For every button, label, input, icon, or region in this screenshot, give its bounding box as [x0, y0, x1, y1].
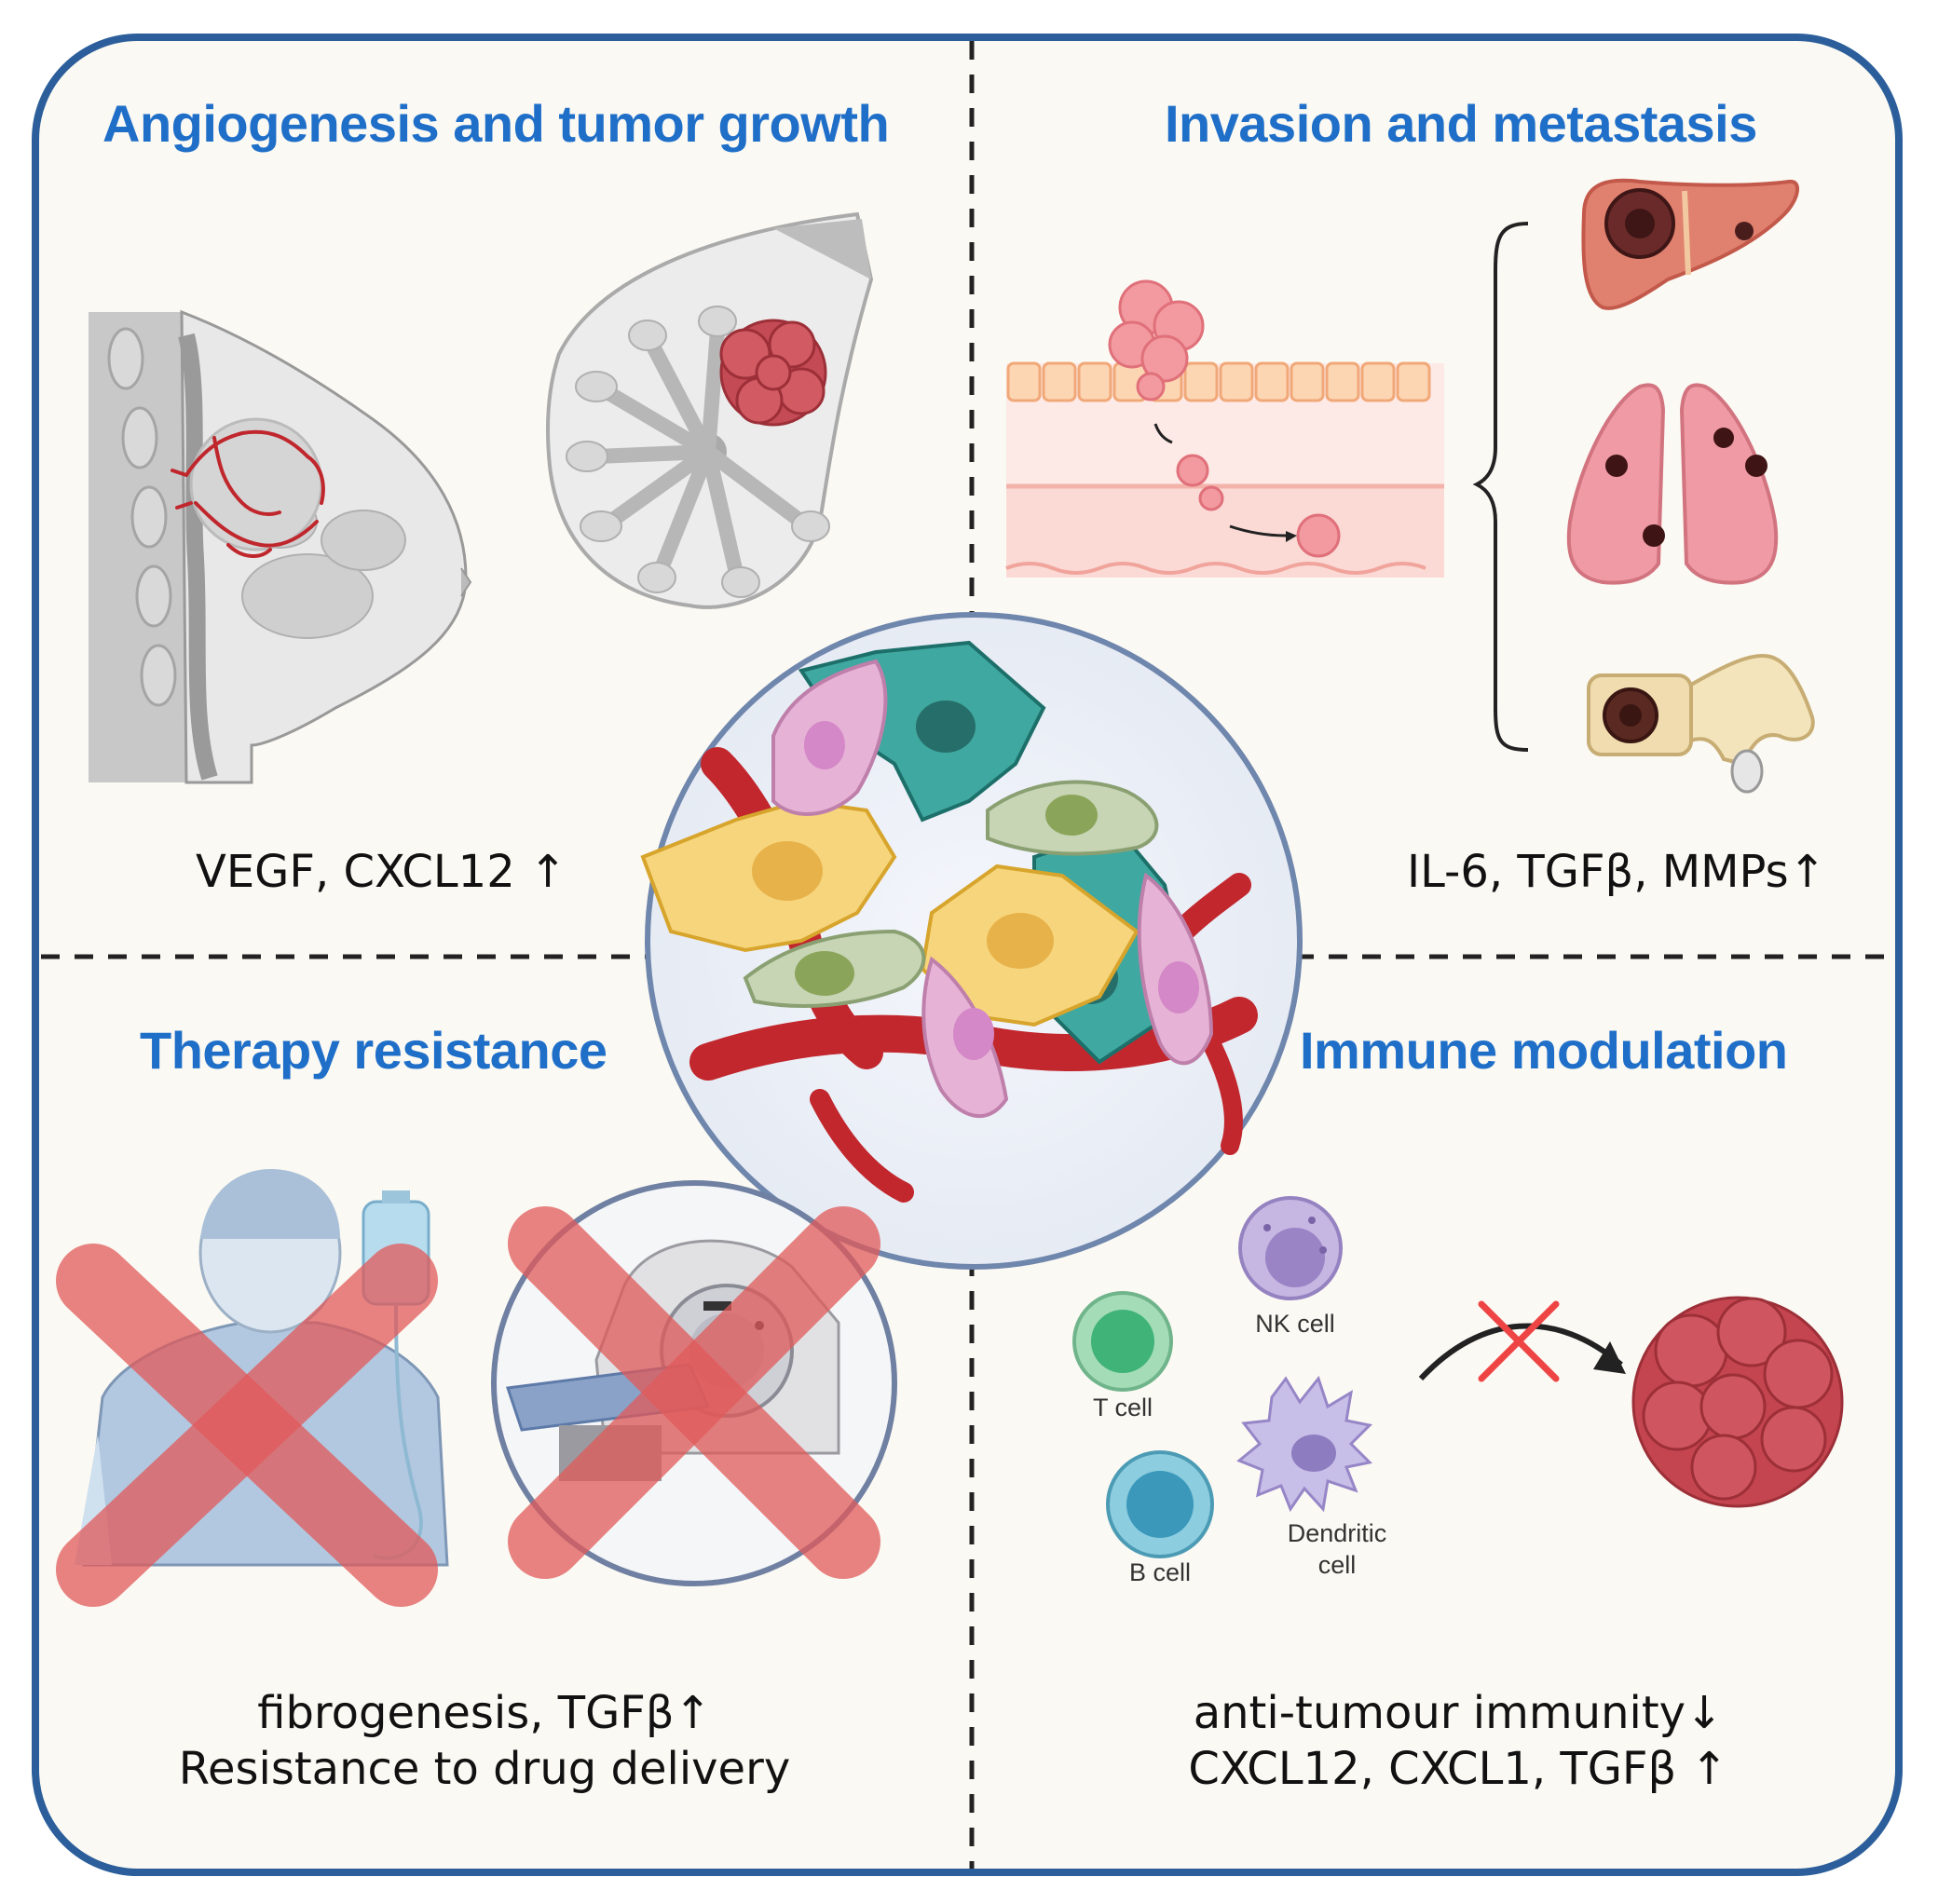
fibroblast-cluster-icon [640, 612, 1303, 1270]
label-b-cell: B cell [1128, 1558, 1192, 1586]
cross-icon [508, 1206, 880, 1579]
b-cell-icon [1106, 1450, 1214, 1558]
label-nk-cell: NK cell [1255, 1310, 1335, 1338]
dendritic-cell-icon [1236, 1375, 1373, 1513]
breast-front-view-icon [546, 211, 874, 609]
text-therapy-line2: Resistance to drug delivery [178, 1743, 791, 1795]
liver-icon [1581, 178, 1799, 310]
cross-icon [56, 1244, 438, 1607]
label-dendritic-line2: cell [1317, 1551, 1357, 1579]
vertebra-icon [1587, 654, 1815, 794]
title-angiogenesis: Angiogenesis and tumor growth [102, 94, 890, 153]
title-immune-modulation: Immune modulation [1300, 1021, 1788, 1080]
text-invasion-factors: IL-6, TGFβ, MMPs↑ [1407, 846, 1826, 898]
text-angiogenesis-factors: VEGF, CXCL12 ↑ [196, 846, 567, 898]
title-invasion: Invasion and metastasis [1165, 94, 1757, 153]
cross-icon [1478, 1300, 1560, 1382]
t-cell-icon [1072, 1291, 1173, 1392]
text-immune-line1: anti-tumour immunity↓ [1193, 1687, 1724, 1739]
arrow-icon [1418, 1323, 1626, 1381]
text-immune-line2: CXCL12, CXCL1, TGFβ ↑ [1188, 1743, 1728, 1795]
label-t-cell: T cell [1092, 1394, 1153, 1421]
lung-icon [1566, 383, 1779, 585]
breast-side-view-icon [89, 309, 472, 784]
brace [1472, 222, 1529, 752]
quadrant-dividers [41, 41, 1895, 1869]
nk-cell-icon [1238, 1196, 1343, 1300]
tumor-icon [1631, 1296, 1844, 1508]
text-therapy-line1: fibrogenesis, TGFβ↑ [257, 1687, 712, 1739]
title-therapy-resistance: Therapy resistance [140, 1021, 607, 1080]
label-dendritic-line1: Dendritic [1287, 1519, 1387, 1547]
vessel-invasion-icon [1005, 279, 1444, 578]
